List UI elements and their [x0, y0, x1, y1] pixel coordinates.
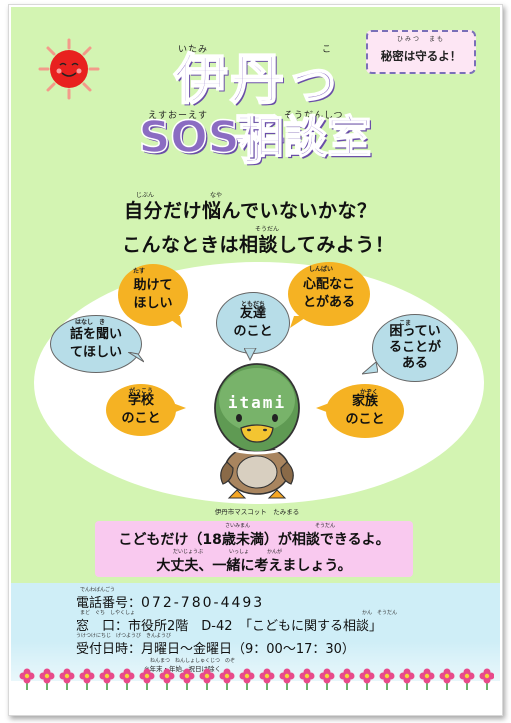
bubble-listen-ruby: はなし き	[74, 319, 105, 326]
bubble-school-ruby: がっこう	[128, 388, 153, 395]
title-ruby-sos: えすおーえす	[148, 111, 209, 121]
sun-icon	[38, 38, 100, 100]
contact-section	[11, 583, 500, 694]
bubble-listen-tail	[128, 352, 144, 363]
bubble-trouble-ruby: こま	[398, 320, 411, 327]
bubble-friends-text: 友達 のこと	[233, 306, 273, 339]
mascot-cap-text: itami	[227, 393, 287, 412]
bubble-school: がっこう 学校 のこと	[106, 384, 176, 436]
bubble-family: かぞく 家族 のこと	[326, 384, 404, 438]
bubble-help-tail	[166, 316, 182, 328]
bubble-listen-text: 話を聞い てほしい	[69, 327, 122, 360]
secret-badge: ひみつ まも 秘密は守るよ！	[366, 30, 476, 74]
bubble-school-text: 学校 のこと	[121, 393, 161, 426]
holiday-note: ※年末・年始、祝日は除く	[144, 665, 221, 673]
bubble-help: たす 助けて ほしい	[118, 264, 188, 326]
bubble-family-tail	[316, 402, 332, 414]
bubble-worry-ruby: しんぱい	[308, 266, 333, 273]
duck-mascot-icon	[214, 363, 300, 499]
note-line1: こどもだけ（18歳未満）が相談できるよ。	[118, 532, 390, 548]
eligibility-note: さいみまん そうだん こどもだけ（18歳未満）が相談できるよ。 だいじょうぶ い…	[95, 521, 413, 577]
hours-ruby: うけつけにちじ げつようび きんようび	[76, 633, 172, 639]
title-ruby-itami: いたみ	[178, 45, 209, 55]
flower-border-icon	[19, 668, 494, 690]
note-ruby-issho: いっしょ	[229, 549, 250, 555]
window-label: 窓 口：	[76, 619, 129, 634]
bubble-family-text: 家族 のこと	[345, 394, 385, 427]
note-ruby-kanga: かんが	[267, 549, 283, 555]
window-ruby: まど ぐち しやくしょ	[80, 610, 135, 616]
phone-row: 電話番号：072-780-4493	[76, 592, 264, 611]
window-row: 窓 口：市役所2階 D-42 「こどもに関する相談」	[76, 615, 382, 634]
phone-ruby: でんわばんごう	[80, 587, 116, 593]
bubble-family-ruby: かぞく	[359, 389, 378, 396]
hours-row: 受付日時：月曜日～金曜日（9：00～17：30）	[76, 638, 355, 657]
note-ruby-saimiman: さいみまん	[225, 523, 251, 529]
question-ruby-soudan: そうだん	[255, 226, 280, 233]
bubble-trouble: こま 困ってい ることが ある	[372, 314, 458, 382]
question-line2: こんなときは相談してみよう！	[122, 234, 395, 256]
bubble-trouble-text: 困ってい ることが ある	[388, 324, 441, 371]
phone-label: 電話番号：	[76, 596, 142, 611]
bubble-school-tail	[170, 402, 186, 414]
secret-text: 秘密は守るよ！	[380, 49, 462, 63]
secret-ruby: ひみつ まも	[396, 36, 445, 43]
mascot-caption: 伊丹市マスコット たみまる	[214, 508, 300, 516]
phone-number[interactable]: 072-780-4493	[141, 595, 265, 611]
title-ruby-soudanshitsu: そうだんしつ	[284, 111, 344, 121]
question-ruby-jibun: じぶん	[136, 192, 155, 199]
bubble-friends-tail	[244, 348, 257, 362]
hours-value: 月曜日～金曜日（9：00～17：30）	[141, 642, 355, 657]
window-ruby2: かん そうだん	[362, 610, 398, 616]
note-line2: 大丈夫、一緒に考えましょう。	[156, 558, 352, 574]
bubble-help-ruby: たす	[132, 268, 145, 275]
bubble-help-text: 助けて ほしい	[133, 278, 173, 311]
bubble-trouble-tail	[362, 362, 378, 375]
bubble-listen: はなし き 話を聞い てほしい	[50, 315, 142, 373]
note-ruby: ねんまつ ねんしょしゅくじつ のぞ	[150, 658, 236, 664]
hours-label: 受付日時：	[76, 642, 142, 657]
question-ruby-naya: なや	[210, 192, 223, 199]
page-title-line2: SOS相談室	[138, 111, 372, 164]
question-line1: 自分だけ悩んでいないかな？	[124, 200, 377, 222]
title-ruby-ko: こ	[322, 45, 333, 55]
bubble-worry: しんぱい 心配なこ とがある	[288, 262, 370, 326]
bubble-friends-ruby: ともだち	[240, 301, 265, 308]
note-ruby-soudan: そうだん	[315, 523, 336, 529]
window-location: 市役所2階 D-42 「こどもに関する相談」	[128, 619, 383, 634]
bubble-friends: ともだち 友達 のこと	[216, 292, 290, 354]
bubble-worry-text: 心配なこ とがある	[302, 277, 355, 310]
contact-band	[11, 583, 500, 681]
note-ruby-daijoubu: だいじょうぶ	[173, 549, 204, 555]
page-title-line1: 伊丹っ子	[173, 48, 342, 171]
bubble-worry-tail	[290, 316, 308, 328]
